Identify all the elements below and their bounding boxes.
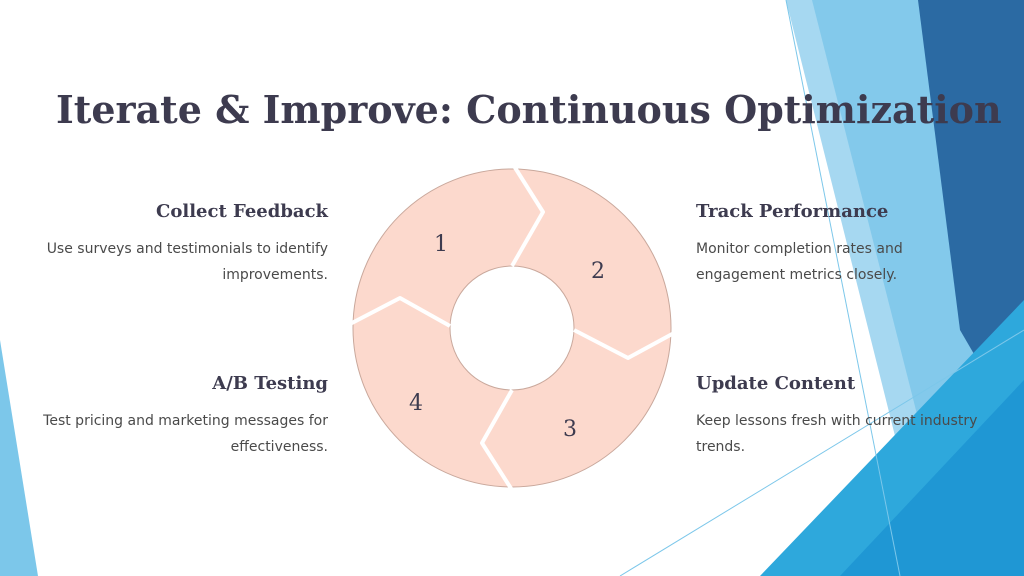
cycle-ring (352, 168, 672, 488)
step-heading: A/B Testing (212, 373, 328, 394)
step-number-2: 2 (591, 259, 605, 284)
segment-divider-bottom (480, 389, 514, 490)
bg-shape-deep (840, 380, 1024, 576)
step-description: Use surveys and testimonials to identify… (46, 241, 328, 283)
segment-divider-right (573, 328, 674, 360)
step-heading: Collect Feedback (156, 201, 328, 222)
step-description: Keep lessons fresh with current industry… (696, 413, 978, 455)
step-heading: Track Performance (696, 201, 889, 222)
segment-divider-left (350, 296, 451, 328)
step-heading: Update Content (696, 373, 856, 394)
bg-line-1 (785, 0, 901, 576)
step-block-update-content: Update Content Keep lessons fresh with c… (696, 372, 996, 460)
step-block-track-performance: Track Performance Monitor completion rat… (696, 200, 996, 288)
step-number-3: 3 (563, 417, 577, 442)
cycle-diagram: 1 2 3 4 (350, 166, 674, 490)
page-title: Iterate & Improve: Continuous Optimizati… (56, 87, 1002, 132)
step-block-ab-testing: A/B Testing Test pricing and marketing m… (28, 372, 328, 460)
step-number-4: 4 (409, 391, 423, 416)
segment-divider-top (510, 166, 545, 267)
bg-shape-left (0, 340, 38, 576)
step-number-1: 1 (434, 232, 448, 257)
bg-line-2 (619, 329, 1024, 576)
step-block-collect-feedback: Collect Feedback Use surveys and testimo… (28, 200, 328, 288)
step-description: Monitor completion rates and engagement … (696, 241, 903, 283)
step-description: Test pricing and marketing messages for … (43, 413, 328, 455)
